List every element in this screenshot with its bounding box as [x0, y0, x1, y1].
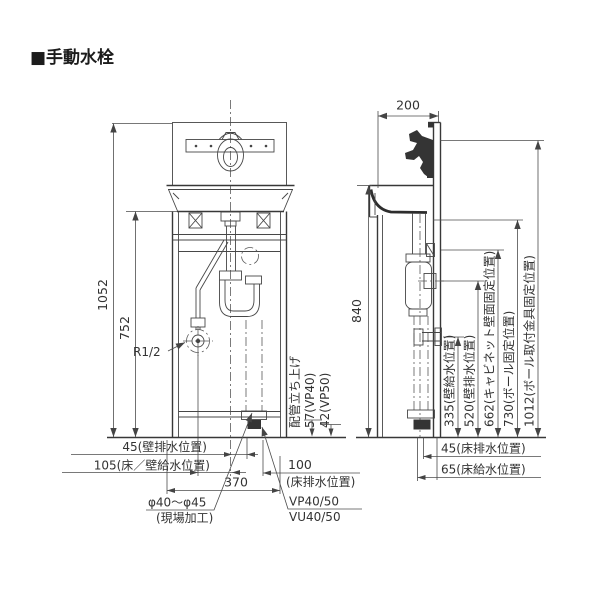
bowl-side [368, 184, 433, 218]
bowl-front [166, 184, 295, 213]
dim-wall-supply-pos: 335(壁給水位置) [442, 335, 457, 427]
dim-hole-note: (現場加工) [156, 511, 213, 525]
back-panel [172, 122, 287, 186]
dim-wall-drain: 45(壁排水位置) [122, 439, 207, 454]
hanger-bracket [185, 132, 275, 153]
dim-depth: 200 [396, 98, 420, 113]
side-view-drawing [356, 121, 546, 439]
page-title: ■手動水栓 [30, 47, 114, 68]
dim-floor-supply-pos: 65(床給水位置) [441, 462, 526, 477]
floor-drain-hub [247, 420, 261, 429]
dim-floor-drain-note: (床排水位置) [286, 474, 355, 489]
piping-side [405, 213, 447, 437]
dim-bowl-height: 840 [349, 299, 364, 323]
drain-trap-front [219, 211, 267, 476]
dim-pipe-vp: VP40/50 [289, 495, 339, 509]
cabinet-front [171, 211, 288, 437]
dim-hole-dia: φ40～φ45 [148, 496, 206, 510]
dim-riser-vp40: 57(VP40) [303, 373, 317, 428]
dim-pipe-vu: VU40/50 [289, 510, 341, 524]
dim-riser-vp50: 42(VP50) [318, 373, 332, 428]
dim-riser-label: 配管立ち上げ [287, 356, 302, 428]
side-view-dimensions: 200 840 335(壁給水位置) 520(壁排水位置) 662(キャビネット… [349, 98, 544, 481]
dim-floor-drain-pos: 45(床排水位置) [441, 441, 526, 456]
dim-wall-drain-pos: 520(壁排水位置) [462, 335, 477, 427]
supply-valve-front [183, 239, 229, 476]
dim-supply-thread: R1/2 [133, 345, 161, 359]
dim-floor-drain-offset: 100 [288, 457, 312, 472]
dim-cabinet-fix-pos: 662(キャビネット壁面固定位置) [482, 251, 497, 427]
faucet-front [217, 132, 244, 172]
dim-bowl-fix-pos: 730(ボール固定位置) [501, 311, 516, 427]
dim-wall-supply: 105(床／壁給水位置) [94, 458, 210, 473]
dim-width: 370 [224, 475, 248, 490]
front-view-dimensions: 1052 752 R1/2 45(壁排水位置) 105(床／壁給水位置) 370… [62, 123, 362, 525]
faucet-side [405, 130, 434, 178]
dim-counter-height: 752 [117, 316, 132, 340]
dim-total-height: 1052 [95, 279, 110, 311]
dim-bracket-fix-pos: 1012(ボール取付金具固定位置) [522, 255, 537, 427]
front-view-drawing [107, 100, 346, 476]
